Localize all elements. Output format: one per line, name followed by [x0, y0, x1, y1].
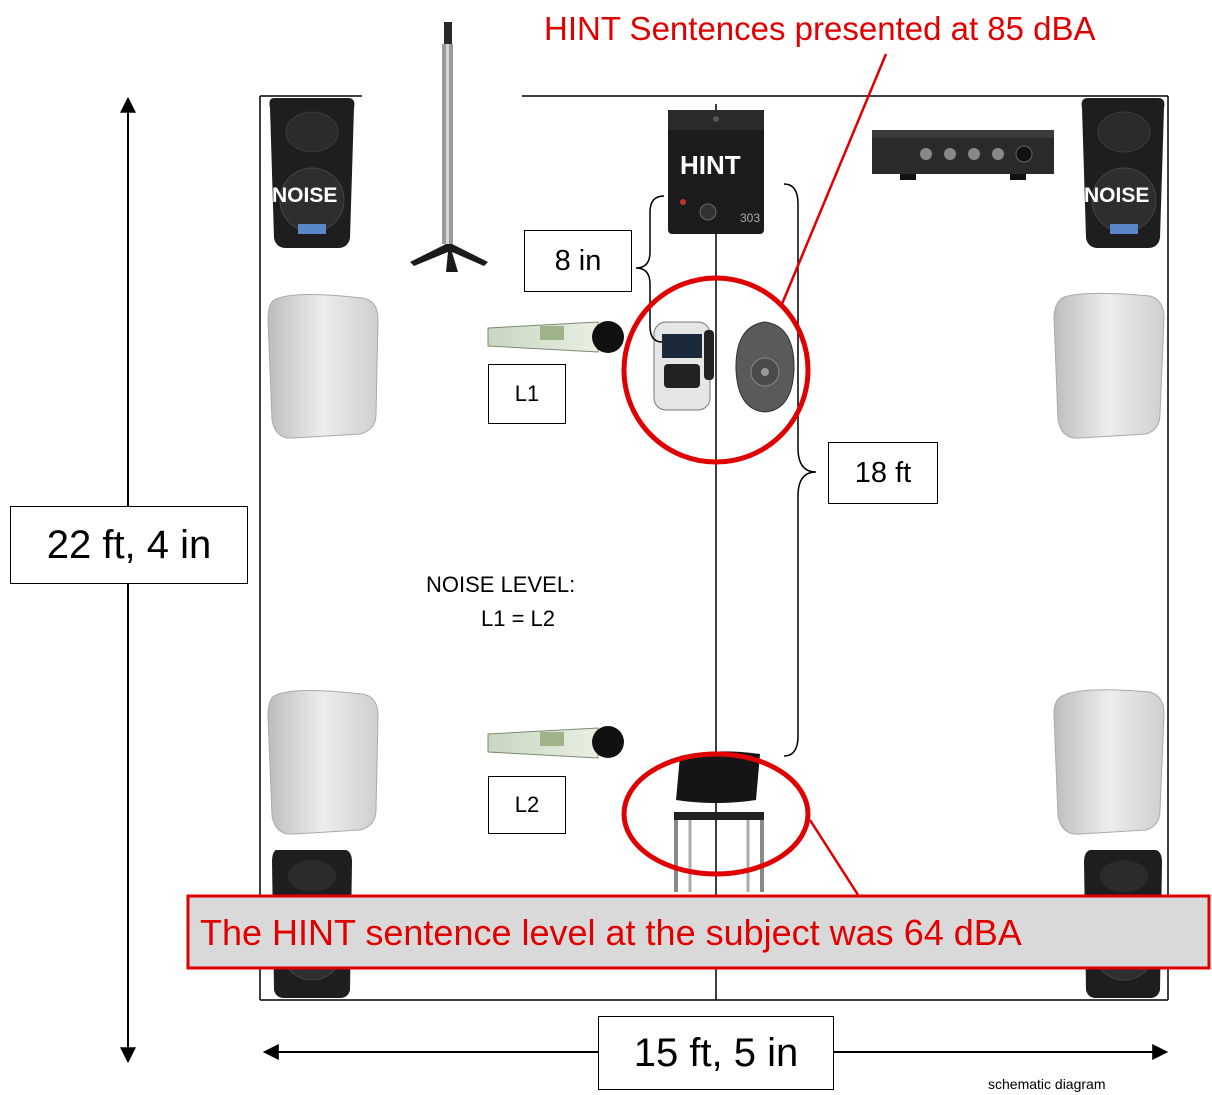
l2-label-box: L2	[488, 776, 566, 834]
gap-label-box: 8 in	[524, 230, 632, 292]
noise-label-left: NOISE	[272, 184, 338, 207]
width-label-box: 15 ft, 5 in	[598, 1016, 834, 1090]
callout-line-bottom	[808, 819, 862, 899]
sound-level-meter-icon	[487, 321, 624, 353]
height-label-box: 22 ft, 4 in	[10, 506, 248, 584]
chair-icon	[674, 751, 764, 892]
wall-speaker-icon	[267, 293, 379, 439]
l1-label-box: L1	[488, 364, 566, 424]
remote-control-icon	[735, 321, 795, 413]
wall-speaker-icon	[1053, 292, 1165, 439]
top-annotation: HINT Sentences presented at 85 dBA	[544, 10, 1096, 47]
wall-speaker-icon	[1053, 689, 1165, 835]
distance-label-box: 18 ft	[828, 442, 938, 504]
footer-caption: schematic diagram	[988, 1076, 1106, 1092]
noise-level-line1: NOISE LEVEL:	[426, 572, 576, 597]
hint-speaker-icon: 303	[668, 110, 764, 234]
amplifier-icon	[872, 130, 1054, 180]
svg-text:303: 303	[740, 211, 760, 225]
noise-loudspeaker-icon	[269, 98, 355, 248]
noise-label-right: NOISE	[1084, 184, 1150, 207]
result-banner-text: The HINT sentence level at the subject w…	[200, 912, 1022, 953]
noise-level-line2: L1 = L2	[481, 606, 556, 631]
noise-loudspeaker-icon	[1081, 98, 1165, 248]
result-banner-box	[186, 894, 1211, 970]
room-outline	[259, 95, 1169, 1001]
sound-level-meter-icon	[487, 726, 624, 759]
wall-speaker-icon	[267, 689, 379, 835]
chair-highlight-ellipse	[621, 751, 811, 877]
handheld-device-icon	[653, 321, 714, 411]
gap-brace	[635, 195, 665, 343]
distance-brace	[783, 183, 817, 757]
devices-highlight-circle	[621, 275, 811, 465]
callout-line-top	[780, 53, 888, 305]
hint-speaker-label: HINT	[680, 150, 741, 180]
mic-stand-icon	[410, 22, 488, 272]
